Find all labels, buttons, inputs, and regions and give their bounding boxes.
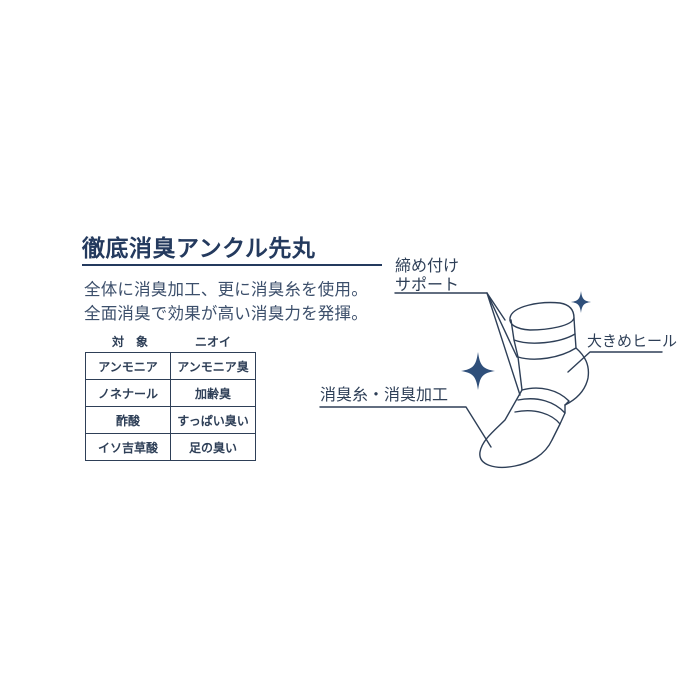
table-cell-target: イソ吉草酸 bbox=[85, 433, 171, 461]
table-cell-odor: アンモニア臭 bbox=[170, 352, 256, 380]
table-header-odor: ニオイ bbox=[195, 335, 232, 349]
table-row: イソ吉草酸 足の臭い bbox=[85, 433, 256, 461]
table-cell-target: アンモニア bbox=[85, 352, 171, 380]
description-line-1: 全体に消臭加工、更に消臭糸を使用。 bbox=[84, 280, 368, 299]
support-label-line-1: 締め付け bbox=[395, 256, 460, 275]
title-divider bbox=[82, 264, 382, 266]
table-header-target: 対 象 bbox=[112, 335, 149, 349]
sock-cuff bbox=[509, 301, 575, 331]
odor-table: アンモニア アンモニア臭 ノネナール 加齢臭 酢酸 すっぱい臭い イソ吉草酸 足… bbox=[85, 352, 256, 461]
support-label-line-2: サポート bbox=[395, 275, 460, 294]
sparkle-icon-large bbox=[461, 352, 495, 390]
heel-label: 大きめヒール bbox=[587, 332, 678, 350]
sparkle-icon-small bbox=[571, 291, 591, 313]
table-cell-odor: 足の臭い bbox=[170, 433, 256, 461]
product-title: 徹底消臭アンクル先丸 bbox=[82, 236, 316, 262]
table-row: アンモニア アンモニア臭 bbox=[85, 352, 256, 380]
description-line-2: 全面消臭で効果が高い消臭力を発揮。 bbox=[84, 304, 368, 323]
deodorant-label: 消臭糸・消臭加工 bbox=[320, 385, 449, 404]
